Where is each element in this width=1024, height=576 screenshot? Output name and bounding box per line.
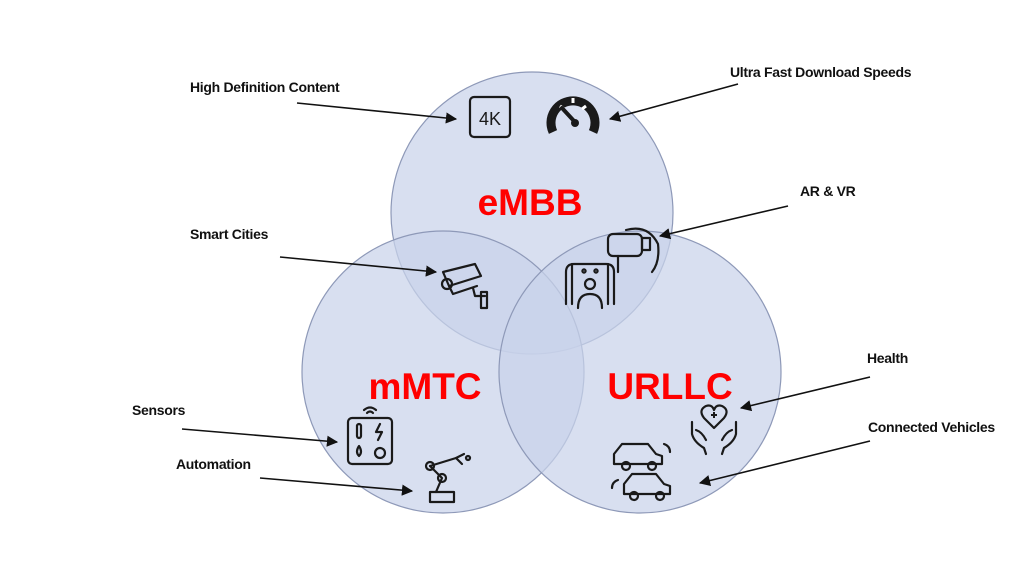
ar-vr-label: AR & VR — [800, 183, 856, 199]
mmtc-label: mMTC — [368, 366, 481, 407]
health-hands-icon — [690, 404, 738, 456]
health-label: Health — [867, 350, 908, 366]
automation-arrow — [259, 477, 414, 496]
remote-operator-icon — [564, 262, 616, 310]
health-arrow — [739, 376, 871, 412]
smart-cities-label: Smart Cities — [190, 226, 269, 242]
4k-icon-text: 4K — [479, 109, 501, 129]
smart-cities-arrow — [279, 256, 438, 277]
hd-content-label: High Definition Content — [190, 79, 340, 95]
automation-label: Automation — [176, 456, 251, 472]
vr-headset-icon — [606, 227, 660, 274]
sensor-panel-icon — [346, 406, 394, 466]
download-speeds-arrow — [608, 83, 739, 122]
speedometer-icon — [546, 96, 600, 134]
urllc-label: URLLC — [607, 366, 732, 407]
embb-label: eMBB — [478, 182, 583, 223]
sensors-label: Sensors — [132, 402, 186, 418]
urllc-circle — [498, 230, 782, 514]
download-speeds-label: Ultra Fast Download Speeds — [730, 64, 912, 80]
robot-arm-icon — [424, 452, 472, 504]
4k-icon: 4K — [468, 95, 512, 139]
cctv-camera-icon — [440, 262, 489, 310]
connected-vehicles-label: Connected Vehicles — [868, 419, 995, 435]
hd-content-arrow — [296, 102, 458, 124]
connected-cars-icon — [610, 442, 672, 502]
sensors-arrow — [181, 428, 339, 447]
connected-vehicles-arrow — [698, 440, 871, 487]
ar-vr-arrow — [658, 205, 789, 240]
